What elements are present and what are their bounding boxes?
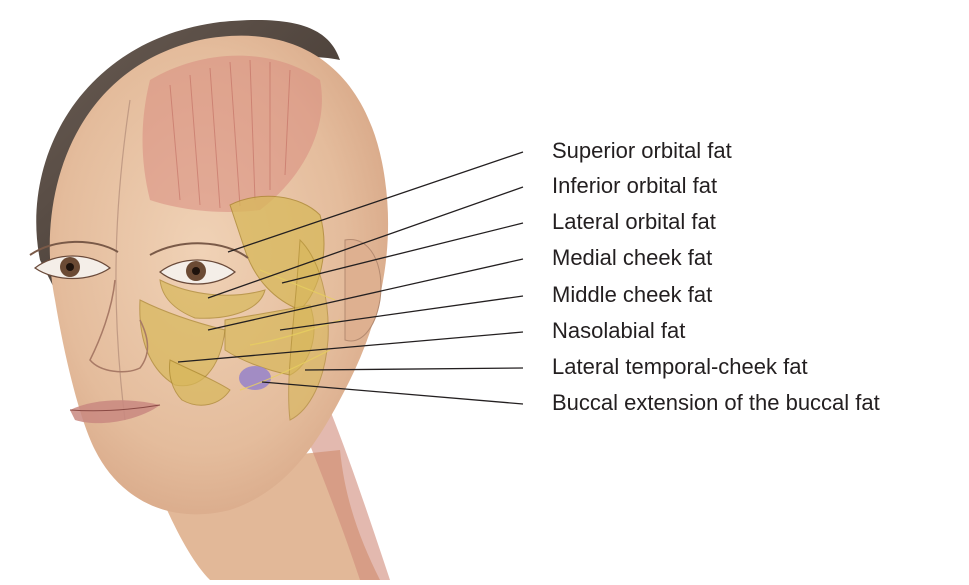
label-buccal-extension: Buccal extension of the buccal fat bbox=[552, 390, 880, 416]
label-lateral-temporal-cheek-fat: Lateral temporal-cheek fat bbox=[552, 354, 808, 380]
label-superior-orbital-fat: Superior orbital fat bbox=[552, 138, 732, 164]
label-inferior-orbital-fat: Inferior orbital fat bbox=[552, 173, 717, 199]
label-middle-cheek-fat: Middle cheek fat bbox=[552, 282, 712, 308]
label-lateral-orbital-fat: Lateral orbital fat bbox=[552, 209, 716, 235]
label-medial-cheek-fat: Medial cheek fat bbox=[552, 245, 712, 271]
label-nasolabial-fat: Nasolabial fat bbox=[552, 318, 685, 344]
buccal-fat-shape bbox=[239, 366, 271, 390]
